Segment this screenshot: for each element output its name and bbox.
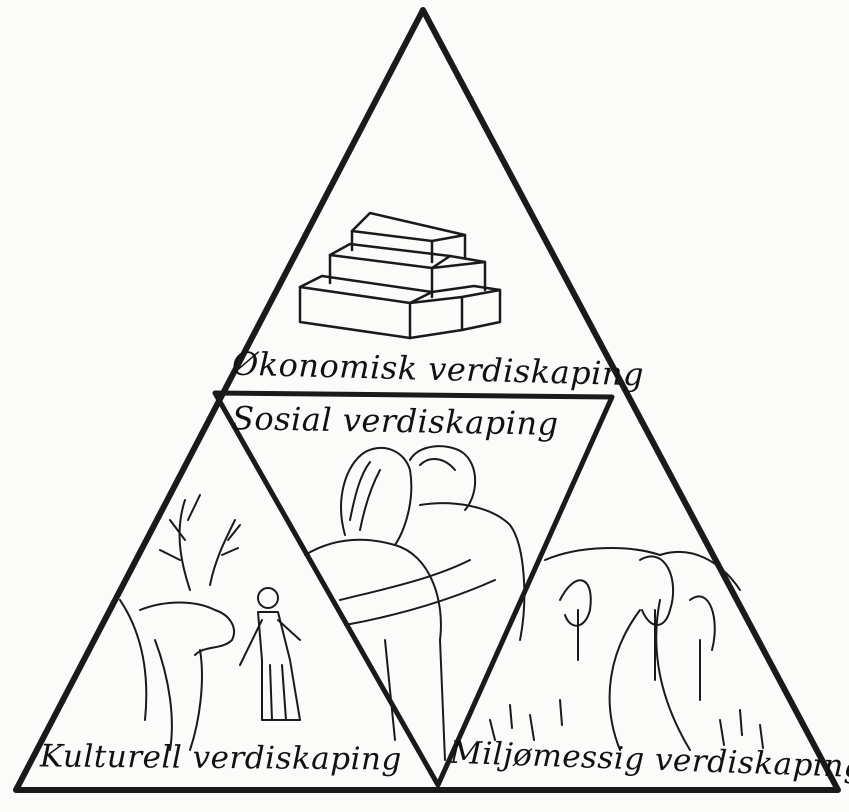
inner-triangle: [215, 393, 612, 785]
stacked-bricks-icon: [300, 213, 500, 338]
embracing-people-icon: [305, 446, 524, 760]
label-kulturell-verdiskaping: Kulturell verdiskaping: [40, 738, 402, 777]
outer-triangle: [16, 10, 838, 790]
label-sosial-verdiskaping: Sosial verdiskaping: [232, 399, 559, 443]
